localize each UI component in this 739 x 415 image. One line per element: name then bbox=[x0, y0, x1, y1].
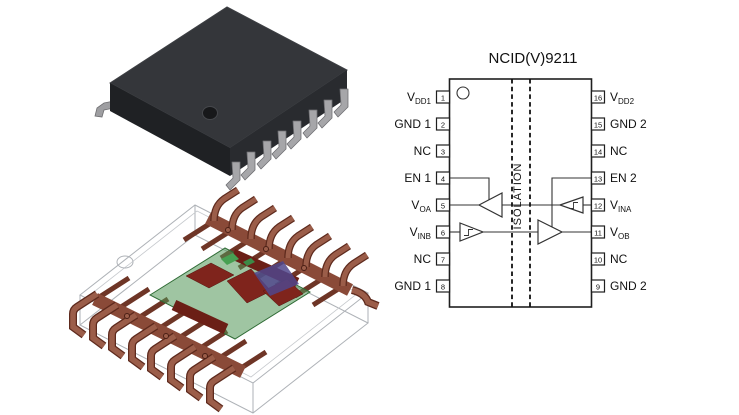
xray-rivets bbox=[124, 227, 307, 359]
schmitt-glyph-b bbox=[464, 229, 473, 236]
diagram-title: NCID(V)9211 bbox=[489, 50, 578, 67]
chip-body-front-face bbox=[110, 83, 230, 176]
schmitt-glyph-a bbox=[569, 202, 578, 209]
svg-text:VDD2: VDD2 bbox=[610, 90, 635, 106]
svg-text:NC: NC bbox=[414, 144, 432, 158]
svg-text:NC: NC bbox=[610, 252, 628, 266]
pin-left-7: 7 NC bbox=[414, 252, 451, 266]
pin-right-10: 10 NC bbox=[590, 252, 628, 266]
svg-text:3: 3 bbox=[441, 148, 445, 157]
schematic-wires bbox=[449, 177, 592, 233]
xray-die-purple bbox=[254, 261, 299, 296]
svg-text:14: 14 bbox=[594, 148, 602, 157]
chip-pin1-dimple bbox=[202, 106, 218, 120]
output-buffer-a bbox=[477, 192, 503, 218]
isolation-label: ISOLATION bbox=[512, 163, 524, 230]
svg-text:2: 2 bbox=[441, 121, 445, 130]
svg-text:7: 7 bbox=[441, 256, 445, 265]
package-xray-illustration bbox=[73, 190, 380, 414]
input-buffer-b bbox=[459, 222, 485, 242]
svg-text:GND 1: GND 1 bbox=[394, 279, 431, 293]
svg-text:4: 4 bbox=[441, 175, 445, 184]
svg-text:VDD1: VDD1 bbox=[407, 90, 432, 106]
svg-text:6: 6 bbox=[441, 229, 445, 238]
pin-right-16: 16 VDD2 bbox=[590, 90, 635, 106]
svg-text:VINA: VINA bbox=[610, 198, 632, 214]
svg-text:5: 5 bbox=[441, 202, 445, 211]
svg-text:EN 2: EN 2 bbox=[610, 171, 637, 185]
pin-left-4: 4 EN 1 bbox=[404, 171, 451, 185]
svg-text:NC: NC bbox=[610, 144, 628, 158]
pin-left-1: 1 VDD1 bbox=[407, 90, 451, 106]
svg-text:11: 11 bbox=[594, 229, 602, 238]
wire-en2 bbox=[551, 177, 592, 229]
svg-text:15: 15 bbox=[594, 121, 602, 130]
pin-right-14: 14 NC bbox=[590, 144, 628, 158]
ic-body-outline bbox=[448, 78, 593, 308]
svg-text:GND 2: GND 2 bbox=[610, 117, 647, 131]
svg-text:VOB: VOB bbox=[610, 225, 630, 241]
soic-package-photo bbox=[94, 6, 349, 191]
svg-text:13: 13 bbox=[594, 175, 602, 184]
svg-text:VOA: VOA bbox=[411, 198, 431, 214]
pin-left-2: 2 GND 1 bbox=[394, 117, 451, 131]
functional-pin-diagram: NCID(V)9211 ISOLATION 1 VDD1 bbox=[394, 50, 647, 308]
svg-text:16: 16 bbox=[594, 94, 602, 103]
pin-right-13: 13 EN 2 bbox=[590, 171, 637, 185]
pin-left-5: 5 VOA bbox=[411, 198, 451, 214]
svg-text:VINB: VINB bbox=[410, 225, 431, 241]
pin1-indicator bbox=[456, 86, 470, 100]
pin-left-6: 6 VINB bbox=[410, 225, 451, 241]
svg-text:1: 1 bbox=[441, 94, 445, 103]
pin-right-12: 12 VINA bbox=[590, 198, 632, 214]
svg-text:GND 2: GND 2 bbox=[610, 279, 647, 293]
pin-left-3: 3 NC bbox=[414, 144, 451, 158]
pin-left-8: 8 GND 1 bbox=[394, 279, 451, 293]
wire-en1 bbox=[449, 177, 490, 200]
svg-text:NC: NC bbox=[414, 252, 432, 266]
output-buffer-b bbox=[537, 219, 564, 245]
xray-pin1-dimple bbox=[116, 255, 134, 269]
pin-right-11: 11 VOB bbox=[590, 225, 630, 241]
svg-text:EN 1: EN 1 bbox=[404, 171, 431, 185]
svg-text:10: 10 bbox=[594, 256, 602, 265]
svg-text:GND 1: GND 1 bbox=[394, 117, 431, 131]
svg-text:9: 9 bbox=[596, 283, 600, 292]
svg-text:8: 8 bbox=[441, 283, 445, 292]
xray-die-green-2 bbox=[243, 258, 255, 266]
pin-right-15: 15 GND 2 bbox=[590, 117, 647, 131]
pin-right-9: 9 GND 2 bbox=[590, 279, 647, 293]
input-buffer-a bbox=[558, 196, 584, 214]
svg-text:12: 12 bbox=[594, 202, 602, 211]
chip-body-side-face bbox=[230, 70, 347, 176]
xray-right-corner-lead-face bbox=[351, 287, 380, 309]
xray-die-green-1 bbox=[221, 253, 239, 265]
